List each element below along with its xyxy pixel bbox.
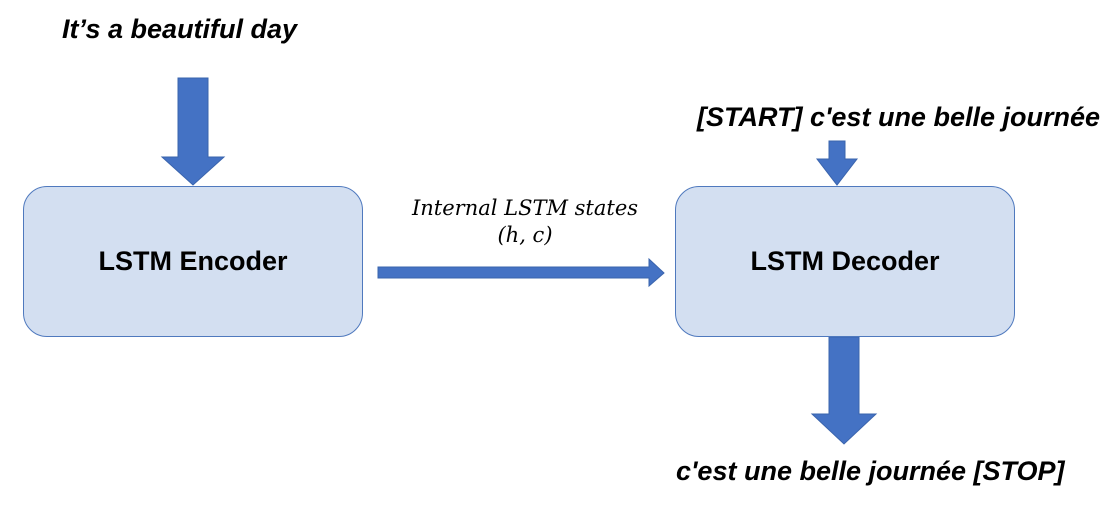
internal-states-variables: (h, c): [497, 223, 553, 248]
internal-states-title: Internal LSTM states: [411, 196, 639, 220]
lstm-encoder-box: LSTM Encoder: [23, 186, 363, 337]
decoder-input-arrow: [815, 140, 859, 186]
internal-states-label: Internal LSTM states (h, c): [390, 195, 660, 250]
decoder-input-text: [START] c'est une belle journée: [697, 102, 1100, 132]
lstm-decoder-box: LSTM Decoder: [675, 186, 1015, 337]
lstm-decoder-label: LSTM Decoder: [750, 246, 940, 276]
encoder-input-arrow: [160, 77, 226, 186]
lstm-encoder-label: LSTM Encoder: [98, 246, 288, 276]
decoder-output-text: c'est une belle journée [STOP]: [676, 456, 1065, 486]
encoder-input-text: It’s a beautiful day: [62, 14, 298, 44]
decoder-output-arrow: [810, 336, 878, 445]
states-transfer-arrow: [377, 257, 665, 288]
